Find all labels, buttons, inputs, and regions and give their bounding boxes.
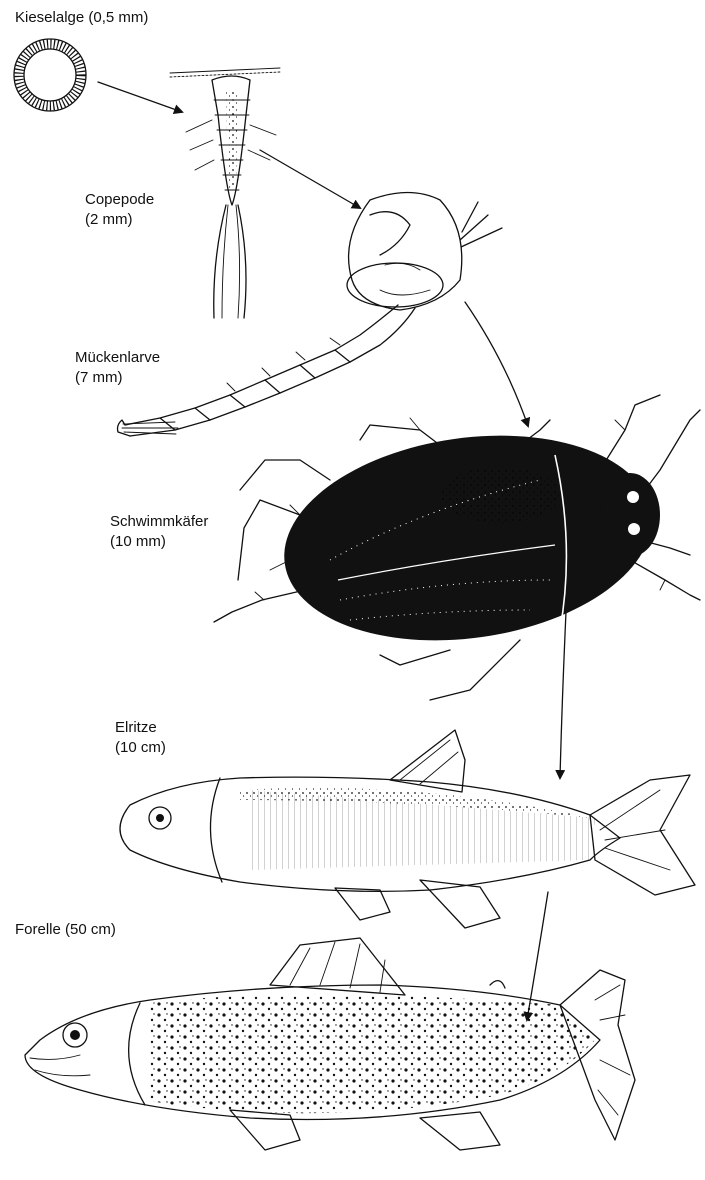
label-forelle: Forelle (50 cm) [15, 920, 116, 940]
minnow-icon [120, 730, 695, 928]
label-elritze-size: (10 cm) [115, 738, 166, 758]
mosquito-larva-icon [118, 193, 503, 437]
copepod-icon [170, 68, 280, 318]
label-mueckenlarve: Mückenlarve (7 mm) [75, 348, 160, 388]
label-elritze-name: Elritze [115, 718, 166, 738]
trout-icon [25, 938, 635, 1150]
label-mueckenlarve-name: Mückenlarve [75, 348, 160, 368]
label-elritze: Elritze (10 cm) [115, 718, 166, 758]
label-copepode-size: (2 mm) [85, 210, 154, 230]
label-copepode: Copepode (2 mm) [85, 190, 154, 230]
label-schwimmkaefer-name: Schwimmkäfer [110, 512, 208, 532]
water-beetle-icon [214, 395, 700, 700]
label-forelle-text: Forelle (50 cm) [15, 920, 116, 940]
label-schwimmkaefer-size: (10 mm) [110, 532, 208, 552]
label-kieselalge: Kieselalge (0,5 mm) [15, 8, 148, 28]
diatom-icon [14, 39, 86, 111]
label-kieselalge-text: Kieselalge (0,5 mm) [15, 8, 148, 28]
label-copepode-name: Copepode [85, 190, 154, 210]
label-schwimmkaefer: Schwimmkäfer (10 mm) [110, 512, 208, 552]
label-mueckenlarve-size: (7 mm) [75, 368, 160, 388]
